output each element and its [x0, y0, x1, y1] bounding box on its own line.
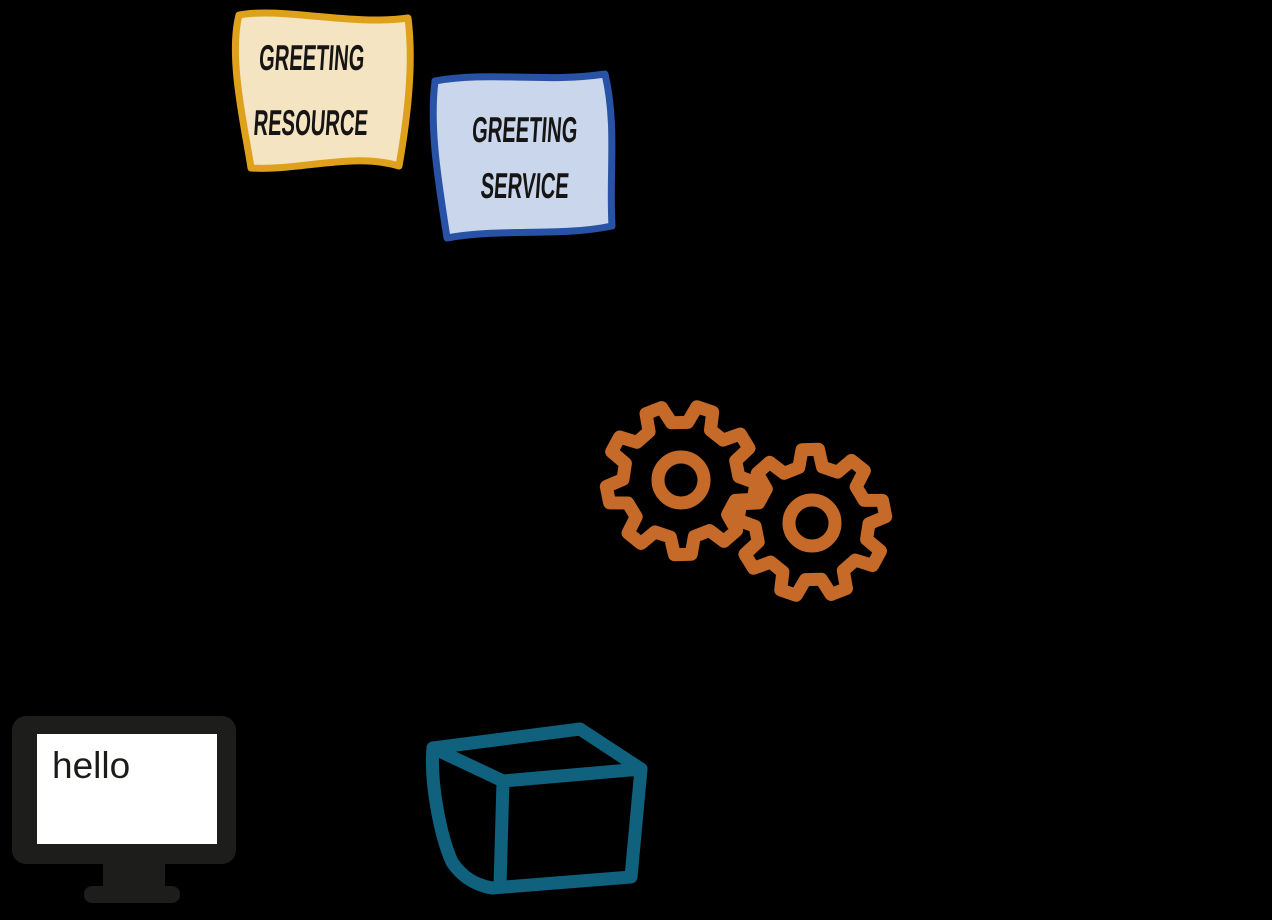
gear-right-outline [731, 442, 893, 602]
greeting-resource-label-line2: RESOURCE [252, 104, 369, 143]
gear-right-hub [782, 493, 842, 553]
greeting-service-label-line2: SERVICE [479, 167, 570, 206]
gear-left-hub [651, 450, 711, 510]
monitor-screen-text: hello [52, 745, 130, 786]
monitor-stand-base [84, 886, 180, 903]
greeting-resource-note-shape [231, 9, 414, 172]
greeting-service-note-shape [429, 70, 616, 242]
greeting-service-label-line1: GREETING [471, 111, 579, 150]
cube-icon [425, 722, 648, 895]
gear-left-outline [599, 400, 763, 562]
cube-outline [425, 722, 648, 895]
greeting-service-note: GREETING SERVICE [429, 70, 616, 242]
monitor-screen [37, 734, 217, 844]
cube-inner-edges [426, 741, 648, 893]
monitor-icon: hello [12, 716, 236, 903]
greeting-resource-label-line1: GREETING [258, 39, 366, 78]
gears-icon [599, 400, 893, 602]
greeting-resource-note: GREETING RESOURCE [231, 9, 414, 172]
monitor-stand-neck [103, 860, 165, 890]
